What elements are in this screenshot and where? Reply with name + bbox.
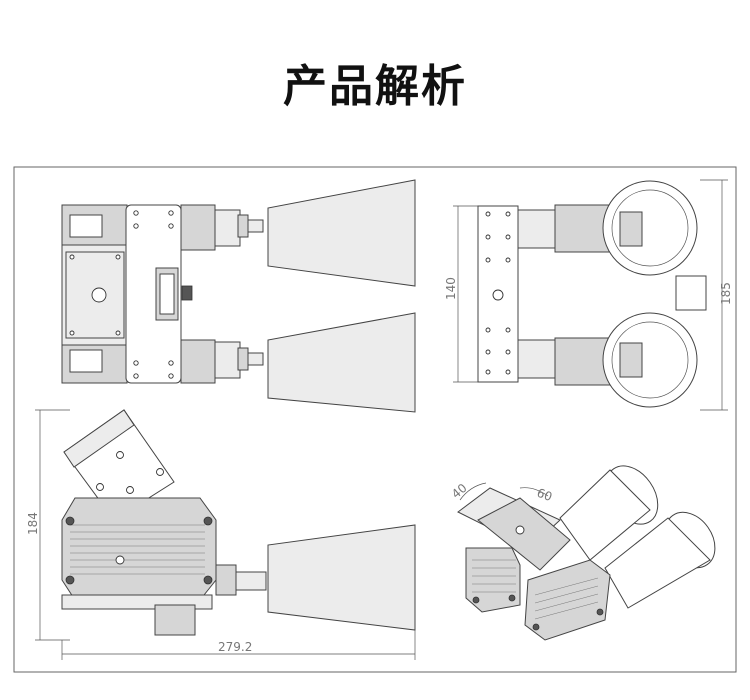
side-view <box>453 179 728 411</box>
dim-iso-angle-left: 40 <box>449 481 470 502</box>
dim-front-width: 279.2 <box>218 640 252 654</box>
iso-view <box>457 465 716 641</box>
dim-side-height: 140 <box>444 277 458 300</box>
dim-side-overall-height: 185 <box>719 282 733 305</box>
page-title: 产品解析 <box>283 61 467 112</box>
top-view <box>61 179 416 413</box>
dim-iso-angle-right: 60 <box>535 486 554 504</box>
dim-front-height: 184 <box>26 512 40 535</box>
drawing-frame <box>13 166 737 673</box>
front-view <box>35 409 416 660</box>
